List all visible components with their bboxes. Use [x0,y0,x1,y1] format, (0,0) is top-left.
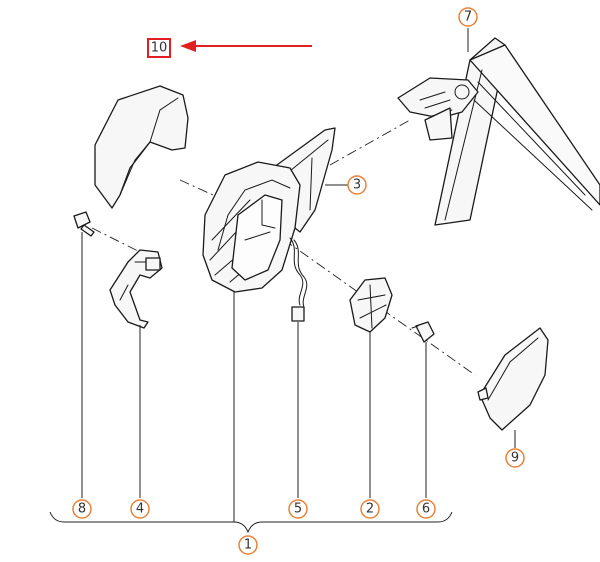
bracket-part [109,249,163,329]
callout-10-label: 10 [151,41,168,56]
callout-8-label: 8 [78,502,86,517]
callout-10: 10 [147,38,171,58]
callout-4-label: 4 [136,502,144,517]
callout-8: 8 [72,499,92,519]
callout-7: 7 [458,7,478,27]
callout-2-label: 2 [366,502,374,517]
callout-6: 6 [416,499,436,519]
callout-3: 3 [347,175,367,195]
callout-7-label: 7 [464,10,472,25]
callout-9: 9 [505,448,525,468]
adjuster-motor-part [349,277,393,333]
door-frame-part [397,37,600,226]
mirror-glass-part [477,327,549,431]
callout-5-label: 5 [294,502,302,517]
small-screw-part [411,321,435,343]
mirror-cap-part [94,85,189,209]
callout-6-label: 6 [422,502,430,517]
callout-1-label: 1 [244,538,252,553]
leader-lines [49,28,516,534]
screw-part [73,211,95,237]
callout-5: 5 [288,499,308,519]
callout-2: 2 [360,499,380,519]
wiring-harness-part [289,237,308,322]
callout-1: 1 [238,535,258,555]
callout-3-label: 3 [353,178,361,193]
callout-9-label: 9 [511,451,519,466]
mirror-housing-part [202,161,301,293]
callout-4: 4 [130,499,150,519]
highlight-arrow [180,40,312,52]
